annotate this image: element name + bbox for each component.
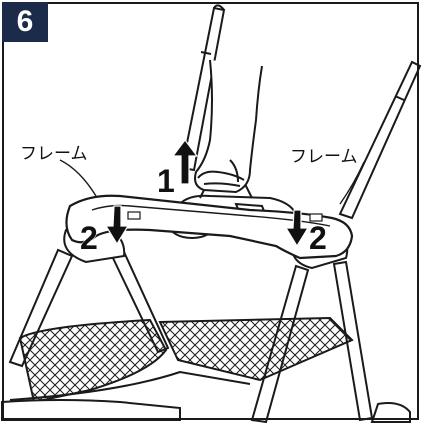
panel-border xyxy=(2,2,419,420)
hand-pulling-up xyxy=(194,59,263,194)
step-number-lift: 1 xyxy=(157,163,176,199)
frame-label-left: フレーム xyxy=(20,144,88,164)
step-number-badge: 6 xyxy=(2,2,48,42)
step-number-push-right: 2 xyxy=(309,220,328,256)
callout-leaders xyxy=(59,159,365,205)
step-number-push-left: 2 xyxy=(80,220,99,256)
right-handle-pole xyxy=(338,60,422,220)
down-arrow-icon xyxy=(284,209,310,248)
up-arrow-icon xyxy=(171,139,199,185)
left-handle-pole xyxy=(180,4,226,172)
down-arrow-icon xyxy=(104,205,130,246)
frame-bar xyxy=(65,194,354,260)
frame-label-right: フレーム xyxy=(290,147,358,167)
mesh-basket xyxy=(9,316,354,404)
lower-chassis xyxy=(1,399,411,423)
